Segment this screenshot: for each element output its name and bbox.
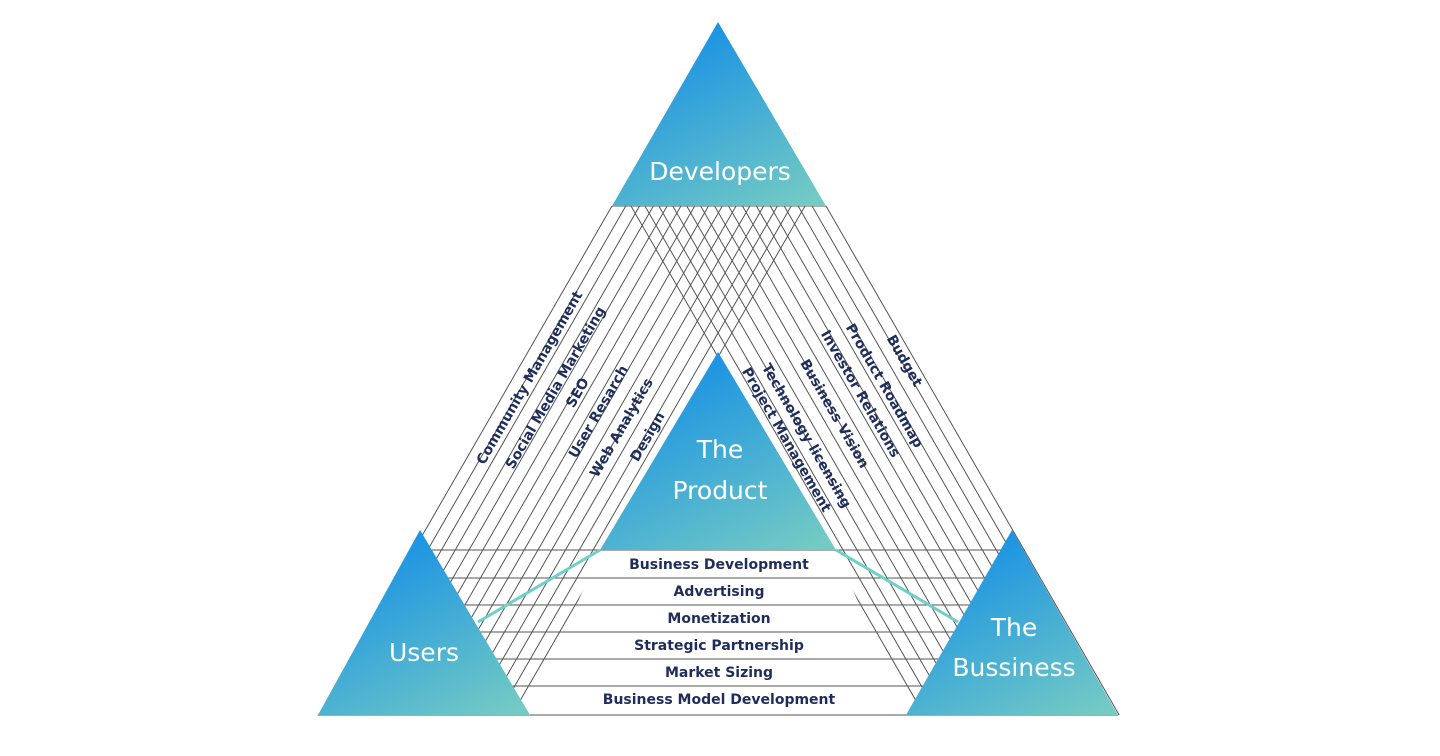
node-product: The Product: [600, 352, 836, 550]
grid-line-right: [644, 205, 939, 716]
users-label: Users: [389, 638, 459, 667]
product-label-line1: The: [696, 435, 744, 464]
grid-line-left: [483, 205, 778, 716]
node-users: Users: [318, 530, 530, 715]
grid-line-left: [497, 205, 792, 716]
bottom-label: Business Model Development: [603, 692, 836, 708]
grid-line-right: [686, 205, 981, 716]
node-developers: Developers: [612, 22, 826, 206]
bottom-label: Business Development: [629, 557, 809, 573]
left-labels: Community Management Social Media Market…: [474, 288, 669, 480]
bottom-label: Market Sizing: [665, 665, 773, 681]
connector-business-product: [835, 548, 959, 624]
grid-line-left: [456, 205, 751, 716]
product-label-line2: Product: [673, 476, 768, 505]
bottom-labels: Business Development Advertising Monetiz…: [603, 557, 836, 708]
grid-line-right: [825, 205, 1120, 716]
business-label-line2: Bussiness: [952, 653, 1075, 682]
grid-line-right: [700, 205, 995, 716]
bottom-label: Monetization: [667, 611, 770, 627]
grid-line-right: [658, 205, 953, 716]
developers-label: Developers: [649, 157, 791, 186]
grid-line-left: [470, 205, 765, 716]
business-label-line1: The: [990, 613, 1038, 642]
connector-users-product: [477, 548, 601, 624]
bottom-label: Strategic Partnership: [634, 638, 804, 654]
grid-line-right: [672, 205, 967, 716]
grid-line-left: [442, 205, 737, 716]
node-business: The Bussiness: [906, 530, 1118, 715]
bottom-label: Advertising: [674, 584, 765, 600]
